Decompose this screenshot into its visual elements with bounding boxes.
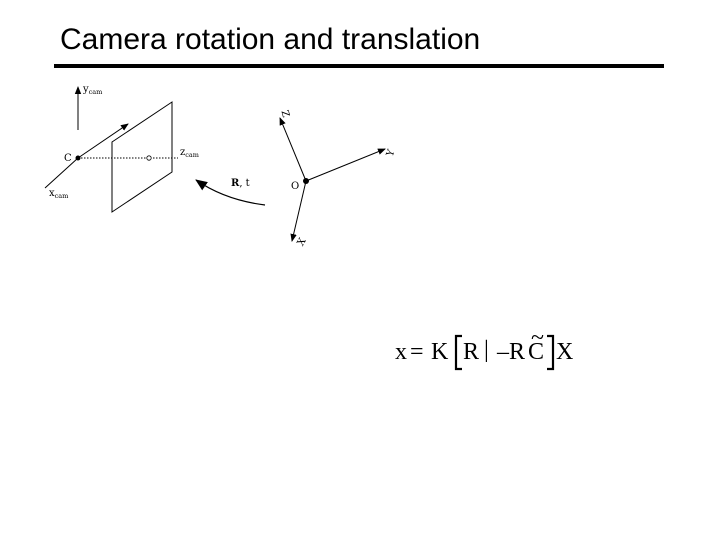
eq-equals: = — [410, 339, 424, 365]
eq-bar: | — [484, 337, 489, 363]
rt-label: R, t — [231, 178, 250, 189]
eq-x: X — [556, 339, 573, 365]
world-x-label: X — [296, 236, 310, 248]
world-y-label: Y — [385, 148, 398, 159]
eq-c: C — [528, 339, 544, 365]
slide-title: Camera rotation and translation — [60, 23, 481, 56]
world-z-label: Z — [278, 109, 290, 119]
camera-frame: ycam xcam C zcam — [44, 84, 199, 213]
x-cam-label: xcam — [49, 188, 68, 200]
eq-right-bracket — [547, 334, 555, 371]
eq-r: R — [463, 339, 479, 365]
z-cam-label: zcam — [180, 147, 199, 159]
principal-point — [146, 155, 152, 161]
eq-tilde: ~ — [531, 325, 544, 351]
world-y-axis — [305, 148, 386, 182]
eq-k: K — [431, 339, 449, 365]
transform-arrow: R, t — [195, 178, 266, 206]
image-plane — [111, 101, 173, 213]
eq-lhs: x — [395, 339, 407, 365]
x-cam-axis-front — [77, 123, 129, 159]
world-x-axis — [290, 180, 307, 242]
projection-equation: x = K R | –R C ~ X — [395, 325, 573, 371]
world-frame: Z Y X O — [278, 109, 397, 248]
x-cam-axis-back — [44, 157, 79, 189]
world-origin-label: O — [291, 181, 299, 192]
y-cam-label: ycam — [82, 84, 102, 96]
eq-left-bracket — [454, 334, 462, 371]
title-underline — [54, 64, 664, 68]
eq-minus-r: –R — [496, 339, 525, 365]
camera-center-label: C — [64, 153, 72, 164]
rt-curved-arrow — [195, 179, 266, 206]
world-z-axis — [279, 117, 307, 182]
world-origin-point — [303, 178, 309, 184]
